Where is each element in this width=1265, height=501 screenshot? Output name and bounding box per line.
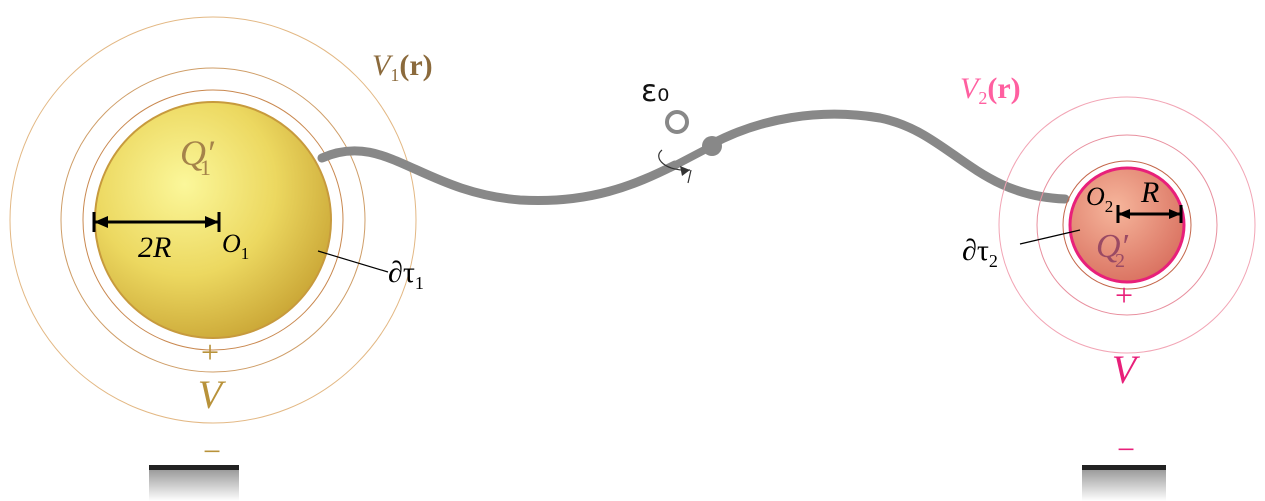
switch-contact xyxy=(665,110,689,134)
sphere1-boundary-surface xyxy=(82,89,344,351)
sphere2-plus-sign: + xyxy=(1115,277,1133,313)
sphere1-boundary-pointer xyxy=(317,250,389,273)
sphere1-potential-label: V1(r) xyxy=(372,49,433,85)
sphere2-boundary-surface xyxy=(1062,160,1192,290)
sphere2-conductor xyxy=(1068,166,1186,284)
sphere2-potential-label: V2(r) xyxy=(960,72,1021,108)
sphere2-boundary-label: ∂τ2 xyxy=(962,234,998,271)
sphere2-minus-sign: − xyxy=(1117,431,1135,467)
sphere1-boundary-label: ∂τ1 xyxy=(388,256,424,293)
sphere2-group: R O2 Q′2 V2(r) ∂τ2 + V − xyxy=(960,72,1256,501)
sphere1-voltage-label: V xyxy=(198,372,227,417)
sphere2-boundary-pointer xyxy=(1019,229,1081,245)
sphere1-group: 2R O1 Q′1 V1(r) ∂τ1 + V − xyxy=(9,16,433,501)
sphere1-charge-label: Q′1 xyxy=(180,133,215,180)
sphere1-equipotential-middle xyxy=(60,67,366,373)
sphere1-plus-sign: + xyxy=(201,334,219,370)
sphere2-equipotential-middle xyxy=(1036,134,1218,316)
sphere2-charge-label: Q′2 xyxy=(1096,228,1129,272)
sphere2-equipotential-outer xyxy=(998,96,1256,354)
connecting-wire: ε₀ xyxy=(317,74,1070,206)
switch-label: ε₀ xyxy=(641,74,669,109)
sphere2-radius-arrow xyxy=(1116,205,1183,223)
ground1-plate xyxy=(149,465,239,501)
sphere1-equipotential-outer xyxy=(9,16,417,424)
sphere1-radius-arrow xyxy=(92,212,221,232)
sphere1-minus-sign: − xyxy=(203,433,221,469)
switch-pivot xyxy=(702,136,722,156)
sphere2-radius-label: R xyxy=(1140,176,1159,209)
sphere2-voltage-label: V xyxy=(1112,347,1141,392)
sphere1-radius-label: 2R xyxy=(138,231,171,264)
sphere1-center-label: O1 xyxy=(222,229,249,263)
sphere2-center-label: O2 xyxy=(1086,182,1113,216)
ground2-plate xyxy=(1082,465,1166,501)
